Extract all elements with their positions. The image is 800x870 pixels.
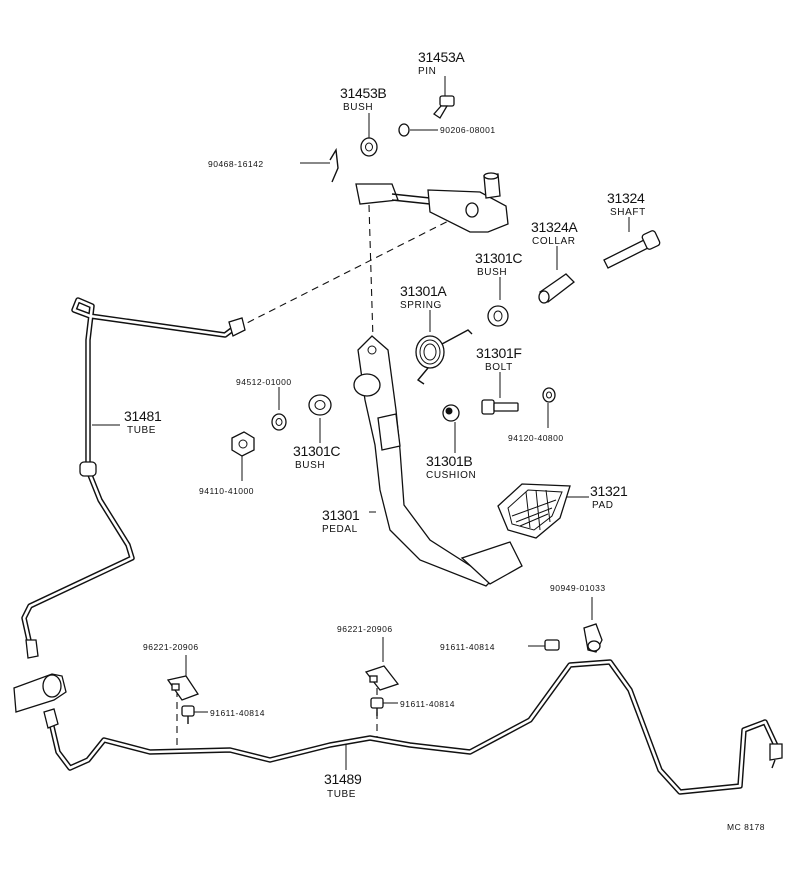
svg-text:BOLT: BOLT [485,362,513,373]
part-label-90206-08001: 90206-08001 [440,125,496,135]
nut-94110-drawing [231,431,255,457]
svg-text:31301A: 31301A [400,283,447,299]
pedal-31301-drawing [353,335,523,587]
tube-31489-drawing [43,659,783,795]
clamp-96221-left-drawing [166,675,199,701]
tube-31481-drawing [21,297,246,659]
svg-text:31301C: 31301C [475,250,522,266]
svg-text:94110-41000: 94110-41000 [199,486,254,496]
svg-text:91611-40814: 91611-40814 [440,642,495,652]
shaft-31324-drawing [603,230,661,269]
svg-text:31453B: 31453B [340,85,386,101]
svg-text:96221-20906: 96221-20906 [143,642,199,652]
bolt-91611-left-drawing [181,705,195,724]
clip-90206-drawing [398,123,410,137]
union-90949-drawing [583,623,603,653]
svg-text:31301F: 31301F [476,345,522,361]
bush-31453b-drawing [360,137,378,157]
svg-text:TUBE: TUBE [327,789,356,800]
part-label-90949-01033: 90949-01033 [550,583,606,593]
part-label-31301a: 31301A SPRING [400,283,448,311]
svg-text:31324A: 31324A [531,219,578,235]
svg-text:31489: 31489 [324,771,362,787]
part-label-31481: 31481 TUBE [124,408,162,436]
part-label-31301: 31301 PEDAL [322,507,360,535]
svg-text:31301C: 31301C [293,443,340,459]
svg-text:PIN: PIN [418,66,436,77]
svg-text:31324: 31324 [607,190,645,206]
svg-text:PEDAL: PEDAL [322,524,358,535]
svg-text:91611-40814: 91611-40814 [210,708,265,718]
part-label-90468-16142: 90468-16142 [208,159,264,169]
cushion-31301b-drawing [442,404,460,422]
part-label-31453b: 31453B BUSH [340,85,387,113]
part-label-96221-20906-left: 96221-20906 [143,642,199,652]
bolt-91611-upper-drawing [544,639,560,651]
svg-text:PAD: PAD [592,500,614,511]
part-label-31324a: 31324A COLLAR [531,219,579,247]
part-label-31324: 31324 SHAFT [607,190,646,218]
bush-31301c-lower-drawing [308,394,332,416]
part-label-31301c-upper: 31301C BUSH [475,250,523,278]
svg-text:90206-08001: 90206-08001 [440,125,496,135]
clutch-master-cylinder-stub [13,673,67,713]
spring-31301a-drawing [415,329,473,385]
svg-text:90949-01033: 90949-01033 [550,583,606,593]
part-label-31321: 31321 PAD [590,483,628,511]
pin-31453a-drawing [433,95,455,119]
drawing-code: MC 8178 [727,822,765,832]
svg-text:CUSHION: CUSHION [426,470,476,481]
part-label-94120-40800: 94120-40800 [508,433,564,443]
svg-text:SPRING: SPRING [400,300,442,311]
svg-text:BUSH: BUSH [295,460,325,471]
svg-text:SHAFT: SHAFT [610,207,646,218]
svg-text:94120-40800: 94120-40800 [508,433,564,443]
svg-text:BUSH: BUSH [477,267,507,278]
part-label-31301c-lower: 31301C BUSH [293,443,341,471]
bush-31301c-upper-drawing [487,305,509,327]
part-label-96221-20906-right: 96221-20906 [337,624,393,634]
bolt-31301f-drawing [481,399,519,415]
svg-text:BUSH: BUSH [343,102,373,113]
bolt-91611-right-drawing [370,697,384,716]
clamp-96221-right-drawing [364,665,400,691]
part-label-31489: 31489 TUBE [324,771,362,800]
svg-text:96221-20906: 96221-20906 [337,624,393,634]
svg-text:31321: 31321 [590,483,628,499]
leader-lines [92,76,630,770]
svg-text:31301B: 31301B [426,453,472,469]
svg-text:TUBE: TUBE [127,425,156,436]
part-label-91611-40814-right: 91611-40814 [400,699,455,709]
pad-31321-drawing [497,483,571,539]
part-label-91611-40814-upper: 91611-40814 [440,642,495,652]
svg-text:31301: 31301 [322,507,360,523]
clip-90468-drawing [329,147,339,183]
part-label-31301b: 31301B CUSHION [426,453,476,481]
part-label-31453a: 31453A PIN [418,49,466,77]
svg-text:COLLAR: COLLAR [532,236,576,247]
svg-text:31481: 31481 [124,408,162,424]
collar-31324a-drawing [538,273,575,304]
svg-text:91611-40814: 91611-40814 [400,699,455,709]
svg-text:90468-16142: 90468-16142 [208,159,264,169]
nut-94512-drawing [271,413,287,431]
svg-text:31453A: 31453A [418,49,465,65]
part-label-94110-41000: 94110-41000 [199,486,254,496]
part-label-31301f: 31301F BOLT [476,345,522,373]
svg-text:94512-01000: 94512-01000 [236,377,292,387]
part-label-94512-01000: 94512-01000 [236,377,292,387]
part-label-91611-40814-left: 91611-40814 [210,708,265,718]
clutch-master-cylinder-drawing [355,172,509,233]
nut-94120-drawing [542,387,556,403]
